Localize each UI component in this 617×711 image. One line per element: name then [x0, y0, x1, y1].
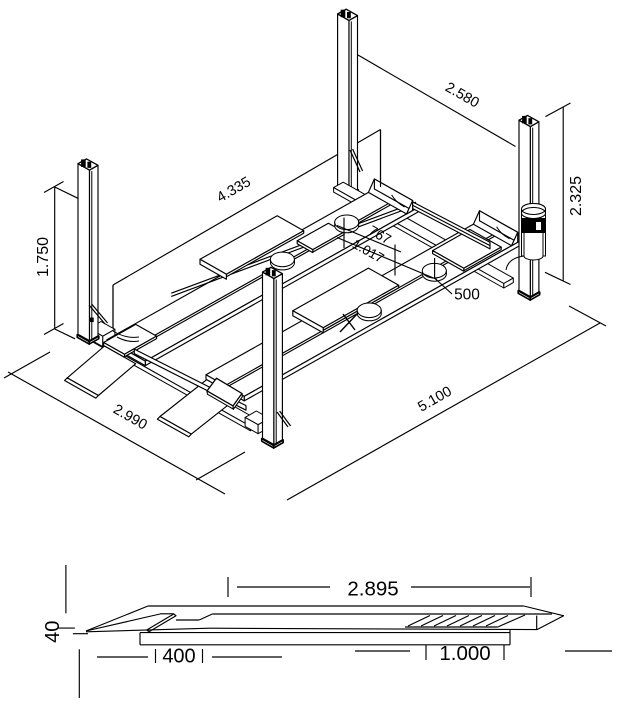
svg-text:500: 500 [454, 287, 480, 304]
svg-text:400: 400 [162, 646, 195, 668]
svg-text:2.895: 2.895 [347, 578, 398, 601]
svg-text:1.750: 1.750 [35, 237, 52, 277]
svg-text:1.000: 1.000 [439, 642, 490, 665]
svg-text:40: 40 [42, 621, 64, 643]
svg-text:2.325: 2.325 [568, 176, 585, 216]
